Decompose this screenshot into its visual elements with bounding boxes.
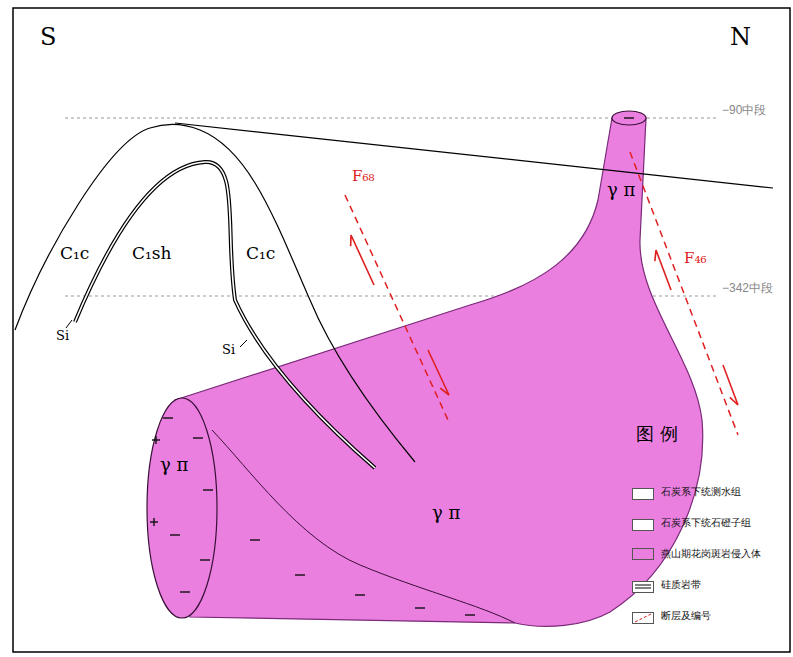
dash-mark <box>163 417 173 418</box>
legend-row: 硅质岩带 <box>632 569 761 600</box>
legend-swatch <box>632 579 654 591</box>
dash-mark <box>180 591 190 592</box>
fault-line <box>630 152 738 435</box>
stratum-label: C₁sh <box>132 244 172 263</box>
legend-row: 石炭系下统石磴子组 <box>632 507 761 538</box>
legend-sample <box>632 581 654 593</box>
rock-label: γ π <box>607 180 635 200</box>
intrusion-body <box>175 118 703 626</box>
rock-label: γ π <box>432 503 460 523</box>
legend-swatch <box>632 486 654 498</box>
stratum-label: C₁c <box>60 244 89 263</box>
legend-swatch <box>632 517 654 529</box>
dash-mark <box>203 489 213 490</box>
plus-mark <box>155 436 156 444</box>
plus-mark <box>153 518 154 526</box>
legend-swatch <box>632 610 654 622</box>
intrusion-end-face <box>147 398 217 618</box>
legend-row: 断层及编号 <box>632 600 761 631</box>
siliceous-band-inner <box>75 162 375 468</box>
dash-mark <box>193 437 203 438</box>
motion-arrow <box>723 365 738 405</box>
legend-text: 硅质岩带 <box>661 578 701 592</box>
legend-sample <box>632 519 654 531</box>
legend-text: 石炭系下统石磴子组 <box>661 516 751 530</box>
legend-row: 燕山期花岗斑岩侵入体 <box>632 538 761 569</box>
fault-motion <box>351 235 738 405</box>
frame <box>13 8 790 652</box>
legend-swatch <box>632 548 654 560</box>
level-label: −90中段 <box>722 104 766 117</box>
fault-number: F₄₆ <box>684 250 706 267</box>
leader-line <box>66 320 72 328</box>
motion-arrow <box>351 235 374 285</box>
legend-title: 图 例 <box>636 424 678 444</box>
fault-line <box>345 195 448 420</box>
dash-mark <box>200 559 210 560</box>
surface-line <box>175 123 773 188</box>
dash-mark <box>624 117 634 118</box>
legend-text: 燕山期花岗斑岩侵入体 <box>661 547 761 561</box>
band-label: Si <box>222 343 235 357</box>
band-label: Si <box>56 329 69 343</box>
dash-mark <box>170 534 180 535</box>
intrusion-top <box>612 111 646 125</box>
rock-label: γ π <box>160 455 188 475</box>
direction-label: S <box>40 24 56 50</box>
legend: 石炭系下统测水组石炭系下统石磴子组燕山期花岗斑岩侵入体硅质岩带断层及编号 <box>632 476 761 631</box>
motion-arrow <box>655 250 671 290</box>
legend-sample <box>632 612 654 624</box>
stratum-label: C₁c <box>246 244 275 263</box>
dash-mark <box>250 539 260 540</box>
siliceous-band <box>75 162 375 468</box>
legend-sample <box>632 488 654 500</box>
direction-label: N <box>730 24 751 50</box>
motion-arrow <box>428 350 449 395</box>
dash-mark <box>355 594 365 595</box>
rock-pattern <box>150 118 634 615</box>
dash-mark <box>465 614 475 615</box>
level-label: −342中段 <box>722 282 773 295</box>
stratum-boundary <box>15 124 415 462</box>
legend-text: 石炭系下统测水组 <box>661 485 741 499</box>
legend-row: 石炭系下统测水组 <box>632 476 761 507</box>
dash-mark <box>295 574 305 575</box>
leader-line <box>240 340 247 347</box>
legend-text: 断层及编号 <box>661 609 711 623</box>
fault-number: F₆₈ <box>352 168 374 185</box>
dash-mark <box>415 607 425 608</box>
